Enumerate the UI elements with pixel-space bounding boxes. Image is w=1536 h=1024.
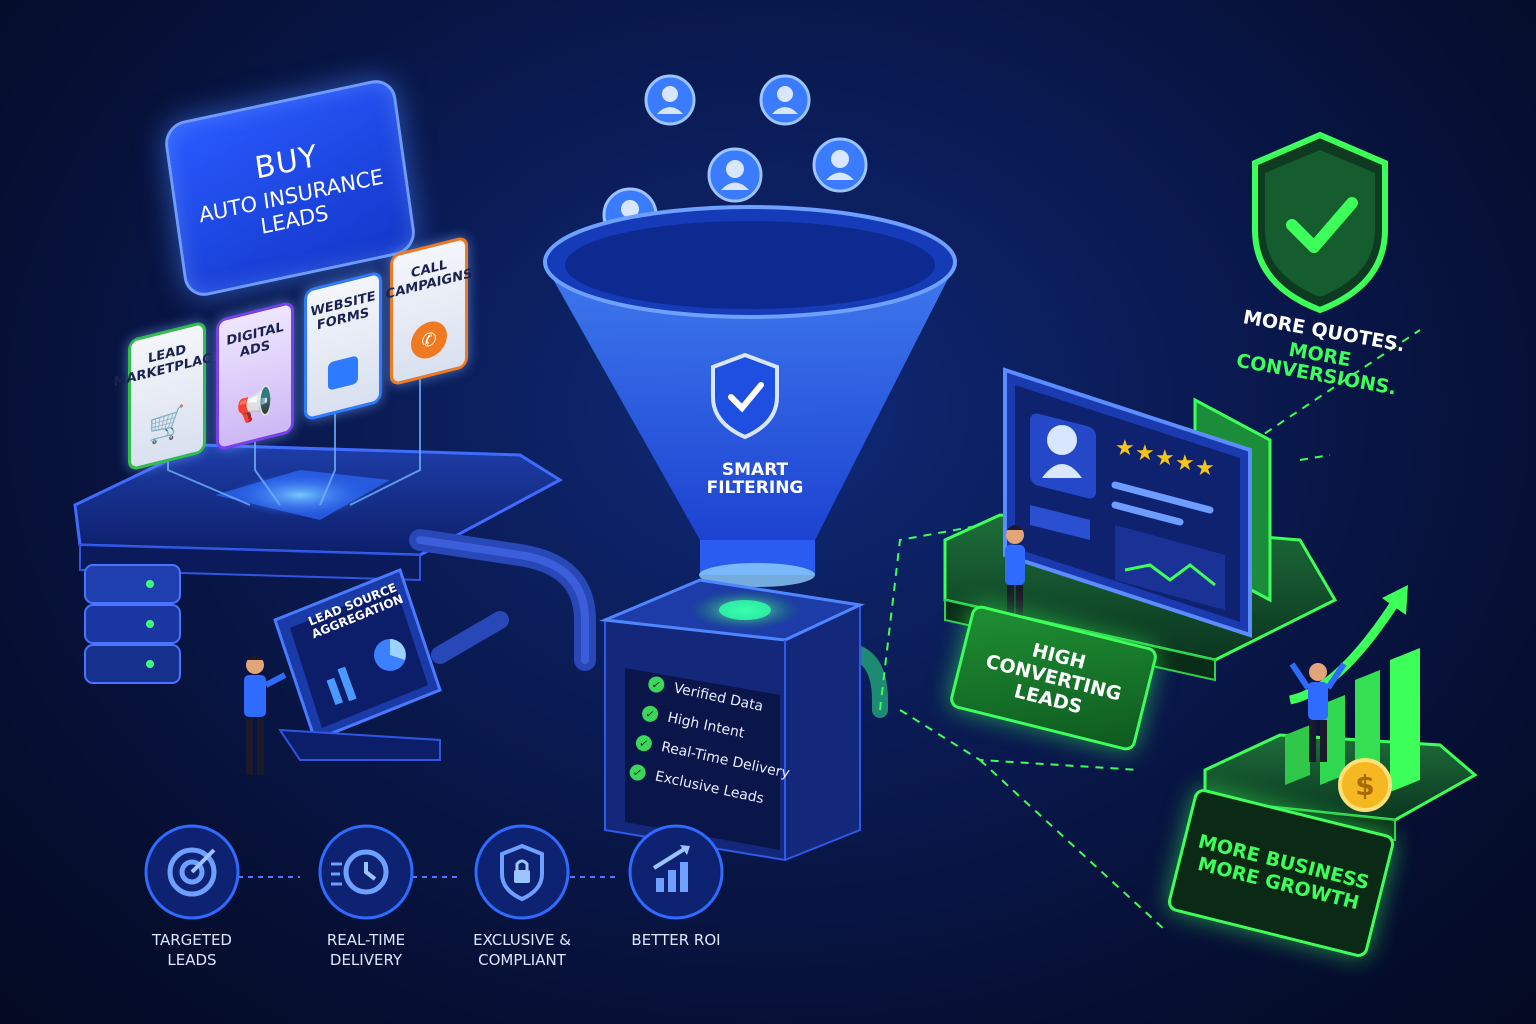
source-card-label: WEBSITE FORMS	[310, 288, 376, 334]
svg-text:$: $	[1355, 769, 1374, 802]
server-stack-icon	[84, 564, 181, 684]
funnel-label: SMART FILTERING	[706, 460, 804, 498]
person-analyst	[1005, 525, 1025, 635]
shield-check-icon	[711, 352, 779, 440]
svg-text:★: ★	[1115, 436, 1135, 461]
phone-icon: ✆	[411, 317, 447, 363]
chart-up-icon	[628, 824, 724, 920]
aggregation-monitor	[273, 568, 442, 761]
benefit-label-realtime: REAL-TIME DELIVERY	[326, 931, 406, 970]
source-card-label: LEAD MARKETPLACE	[113, 342, 221, 391]
benefit-label-exclusive: EXCLUSIVE & COMPLIANT	[473, 931, 571, 970]
lock-shield-icon	[474, 824, 570, 920]
five-star-rating-icon: ★ ★ ★ ★ ★	[1115, 436, 1215, 481]
source-card-website-forms: WEBSITE FORMS	[304, 270, 382, 422]
cart-icon: 🛒	[148, 403, 186, 448]
smart-filter-funnel	[543, 205, 957, 587]
source-card-digital-ads: DIGITAL ADS 📢	[216, 300, 294, 452]
check-icon: ✓	[640, 704, 660, 724]
target-icon	[144, 824, 240, 920]
source-card-lead-marketplace: LEAD MARKETPLACE 🛒	[113, 320, 221, 472]
trust-shield-icon	[1252, 131, 1388, 314]
source-platform	[73, 443, 563, 582]
form-icon	[328, 355, 358, 391]
person-operator	[244, 655, 287, 775]
source-card-label: DIGITAL ADS	[226, 319, 284, 361]
clock-icon	[318, 824, 414, 920]
check-icon: ✓	[634, 733, 654, 753]
source-card-call-campaigns: CALL CAMPAIGNS ✆	[386, 235, 472, 387]
filter-machine	[599, 578, 866, 862]
lead-dashboard-screen: ★ ★ ★ ★ ★	[1003, 367, 1272, 638]
svg-text:★: ★	[1155, 446, 1175, 471]
benefit-row	[144, 824, 724, 920]
source-card-label: CALL CAMPAIGNS	[385, 257, 473, 303]
benefit-label-targeted: TARGETED LEADS	[152, 931, 232, 970]
check-icon: ✓	[646, 675, 666, 694]
dollar-coin-icon: $	[1338, 758, 1392, 812]
person-celebrating	[1289, 662, 1347, 762]
megaphone-icon: 📢	[236, 383, 274, 428]
check-icon: ✓	[628, 763, 648, 783]
svg-text:★: ★	[1175, 451, 1195, 476]
svg-text:★: ★	[1135, 441, 1155, 466]
benefit-label-roi: BETTER ROI	[631, 931, 721, 949]
svg-text:★: ★	[1195, 456, 1215, 481]
